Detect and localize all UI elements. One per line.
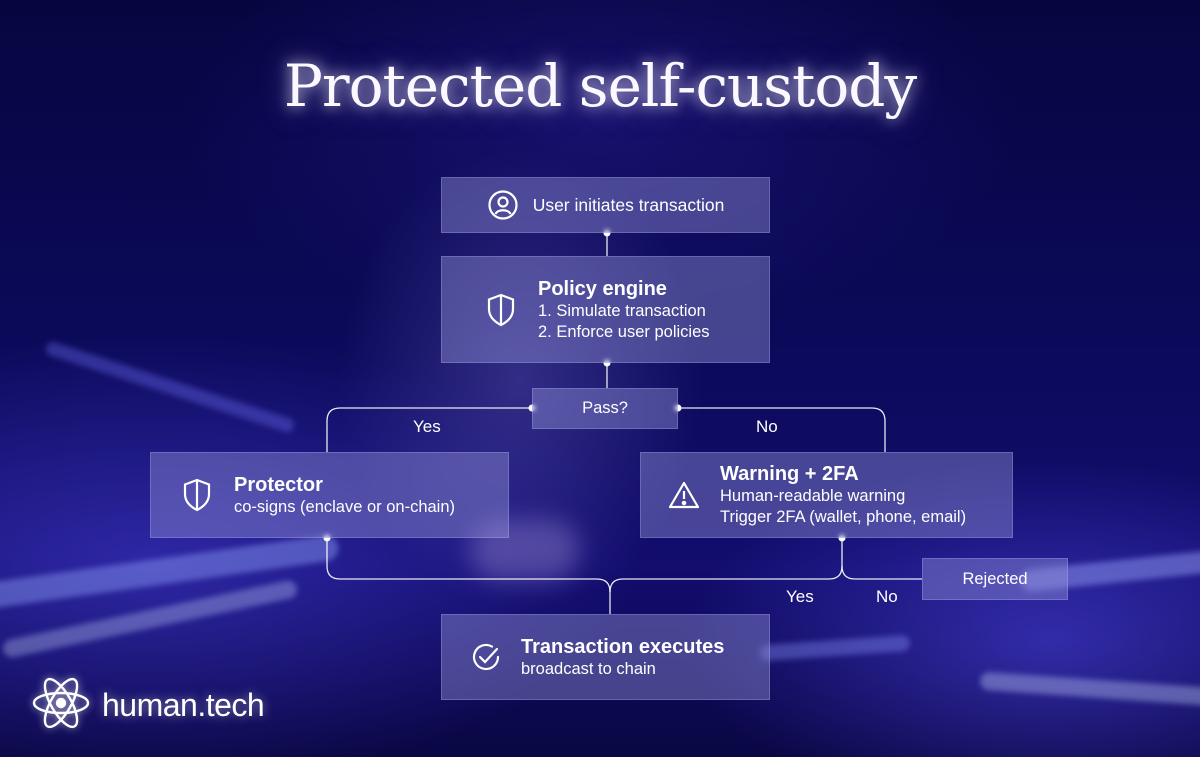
edge-label-2fa-yes: Yes [786, 587, 814, 606]
check-circle-icon [470, 641, 502, 673]
warning-icon [668, 480, 700, 510]
node-label: User initiates transaction [532, 194, 725, 215]
node-label: Pass? [582, 399, 628, 417]
node-protector: Protector co-signs (enclave or on-chain) [150, 452, 509, 538]
node-heading: Transaction executes [521, 635, 725, 658]
node-pass-decision: Pass? [532, 388, 678, 429]
node-line-1: 1. Simulate transaction [538, 301, 706, 320]
node-heading: Protector [234, 473, 323, 496]
human-tech-logo-icon [30, 672, 92, 739]
node-line: co-signs (enclave or on-chain) [234, 497, 456, 516]
page-title: Protected self-custody [283, 52, 917, 120]
brand-name: human.tech [102, 687, 265, 723]
node-warning-2fa: Warning + 2FA Human-readable warning Tri… [640, 452, 1013, 538]
node-line-1: Human-readable warning [720, 487, 906, 505]
node-line-2: Trigger 2FA (wallet, phone, email) [720, 508, 967, 526]
shield-icon [486, 293, 516, 327]
shield-icon [182, 478, 212, 512]
node-line-2: 2. Enforce user policies [538, 322, 710, 341]
edge-label-pass-no: No [756, 417, 778, 436]
node-policy-engine: Policy engine 1. Simulate transaction 2.… [441, 256, 770, 363]
edge-label-2fa-no: No [876, 587, 898, 606]
edge-label-pass-yes: Yes [413, 417, 441, 436]
node-rejected: Rejected [922, 558, 1068, 600]
brand-logo: human.tech [30, 672, 265, 739]
user-icon [487, 189, 519, 221]
node-heading: Policy engine [538, 277, 667, 300]
node-line: broadcast to chain [521, 659, 656, 678]
node-transaction-executes: Transaction executes broadcast to chain [441, 614, 770, 700]
node-heading: Warning + 2FA [720, 463, 859, 485]
node-user-initiates: User initiates transaction [441, 177, 770, 233]
node-label: Rejected [962, 569, 1028, 588]
